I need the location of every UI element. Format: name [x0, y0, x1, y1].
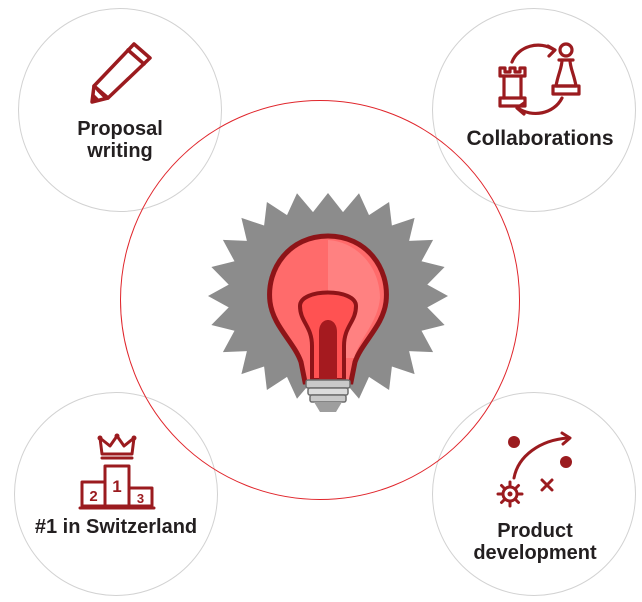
bulb-base-top — [305, 379, 351, 389]
center-circle — [120, 100, 520, 500]
podium-number-2: 2 — [89, 488, 97, 505]
podium-number-1: 1 — [112, 477, 121, 496]
bulb-base-tip — [314, 402, 342, 412]
label-proposal-line-2: writing — [87, 140, 153, 162]
strategy-play-icon — [496, 431, 572, 508]
label-product-line-1: Product — [497, 520, 573, 542]
bulb-filament-core — [319, 320, 337, 380]
label-product-development: Product development — [452, 520, 618, 564]
label-switzerland-line-1: #1 in Switzerland — [34, 516, 198, 538]
label-product-line-2: development — [473, 542, 597, 564]
label-switzerland: #1 in Switzerland — [14, 516, 218, 538]
pencil-icon — [90, 42, 152, 104]
light-bulb-icon — [208, 193, 448, 412]
label-collaborations-line-1: Collaborations — [466, 127, 614, 150]
label-proposal-line-1: Proposal — [77, 118, 163, 140]
podium-crown-icon: 1 2 3 — [78, 433, 156, 510]
label-collaborations: Collaborations — [440, 128, 640, 150]
chess-pieces-icon — [498, 42, 581, 116]
label-proposal-writing: Proposal writing — [40, 118, 200, 162]
bulb-base-mid — [307, 387, 349, 396]
bulb-base-low — [309, 394, 347, 403]
podium-number-3: 3 — [137, 491, 144, 506]
